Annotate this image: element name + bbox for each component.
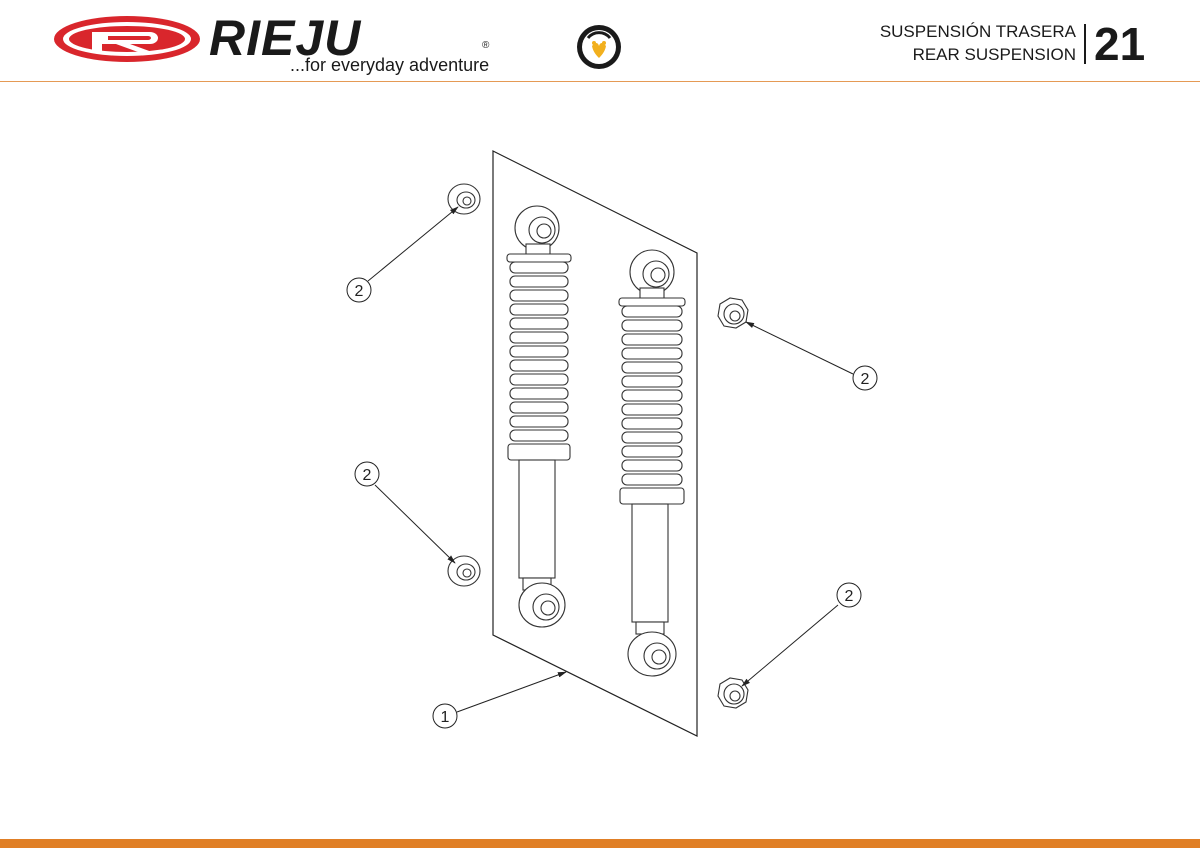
eye-bike-badge-icon bbox=[577, 25, 621, 69]
callout-2-upper-right: 2 bbox=[852, 365, 878, 391]
brand-tagline: ...for everyday adventure bbox=[290, 55, 490, 75]
section-title-english: REAR SUSPENSION bbox=[912, 45, 1076, 64]
brand-wordmark: RIEJU bbox=[209, 10, 362, 66]
callout-1: 1 bbox=[432, 703, 458, 729]
callout-2-lower-left: 2 bbox=[354, 461, 380, 487]
title-divider bbox=[1084, 24, 1086, 64]
nut-upper-left bbox=[447, 183, 481, 215]
callout-label: 2 bbox=[861, 371, 870, 388]
callout-2-upper-left: 2 bbox=[346, 277, 372, 303]
right-shock-absorber bbox=[618, 249, 686, 677]
header-divider bbox=[0, 81, 1200, 82]
callout-label: 2 bbox=[363, 467, 372, 484]
nut-upper-right bbox=[717, 297, 749, 329]
nut-lower-right bbox=[717, 677, 749, 709]
callout-label: 1 bbox=[441, 709, 450, 726]
leader-line-2-lower-right bbox=[741, 604, 839, 687]
page-header: RIEJU ® ...for everyday adventure SUSPEN… bbox=[0, 0, 1200, 82]
leader-line-2-upper-right bbox=[745, 321, 854, 375]
page-number: 21 bbox=[1094, 18, 1146, 70]
callout-label: 2 bbox=[355, 283, 364, 300]
callout-label: 2 bbox=[845, 588, 854, 605]
rieju-logo: RIEJU ® ...for everyday adventure bbox=[52, 10, 502, 80]
leader-line-2-lower-left bbox=[374, 484, 456, 564]
footer-accent-bar bbox=[0, 839, 1200, 848]
nut-lower-left bbox=[447, 555, 481, 587]
callout-2-lower-right: 2 bbox=[836, 582, 862, 608]
leader-line-1 bbox=[456, 671, 567, 713]
right-shock-spring bbox=[621, 305, 683, 486]
registered-mark: ® bbox=[482, 40, 490, 51]
left-shock-absorber bbox=[506, 205, 572, 628]
left-shock-spring bbox=[509, 261, 569, 442]
rieju-oval-emblem-icon bbox=[54, 16, 200, 62]
leader-line-2-upper-left bbox=[367, 206, 459, 282]
section-title-spanish: SUSPENSIÓN TRASERA bbox=[879, 22, 1076, 41]
rear-suspension-exploded-diagram: 2 2 2 2 1 bbox=[346, 150, 878, 737]
